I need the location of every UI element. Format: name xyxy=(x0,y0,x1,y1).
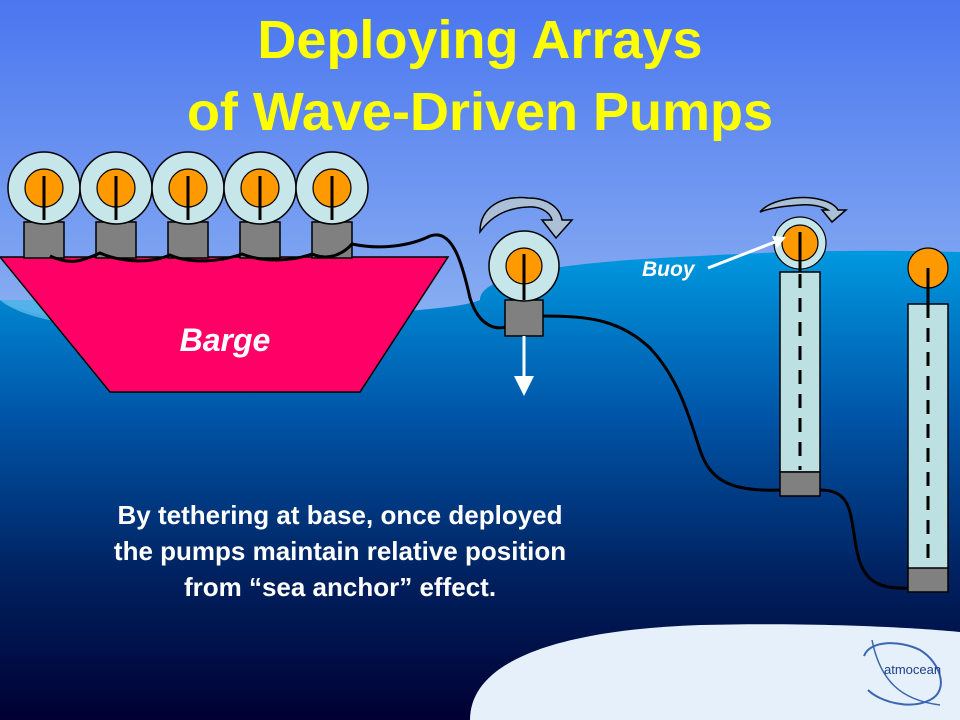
rotation-arrow-icon xyxy=(479,196,574,240)
atmocean-logo: atmocean xyxy=(863,639,942,706)
slide-title-line2: of Wave-Driven Pumps xyxy=(186,82,774,142)
deployed-pump-tube xyxy=(773,216,827,497)
buoy-pointer xyxy=(707,238,781,270)
barge-pump xyxy=(151,151,225,259)
deploying-pump xyxy=(488,230,560,337)
barge-pump xyxy=(295,151,369,259)
barge-label: Barge xyxy=(179,322,271,358)
barge-pump xyxy=(223,151,297,259)
deployed-pump-tube xyxy=(907,247,949,593)
barge-pump xyxy=(79,151,153,259)
down-arrow-head-icon xyxy=(514,376,534,396)
caption-line: from “sea anchor” effect. xyxy=(183,572,497,602)
caption-line: the pumps maintain relative position xyxy=(113,536,567,566)
tube-tether xyxy=(819,488,911,590)
barge-pumps xyxy=(7,151,369,259)
rotation-arrow-small-icon xyxy=(759,196,849,224)
slide-title-line1: Deploying Arrays xyxy=(257,10,703,70)
pump-tether xyxy=(542,314,781,492)
caption-line: By tethering at base, once deployed xyxy=(117,500,563,530)
barge-tether xyxy=(49,233,509,330)
buoy-pointer-head-icon xyxy=(772,236,786,248)
buoy-label: Buoy xyxy=(642,258,695,281)
barge-pump xyxy=(7,151,81,259)
caption: By tethering at base, once deployed the … xyxy=(40,497,640,605)
svg-text:atmocean: atmocean xyxy=(884,662,941,677)
foam-bottom-right xyxy=(470,624,960,720)
